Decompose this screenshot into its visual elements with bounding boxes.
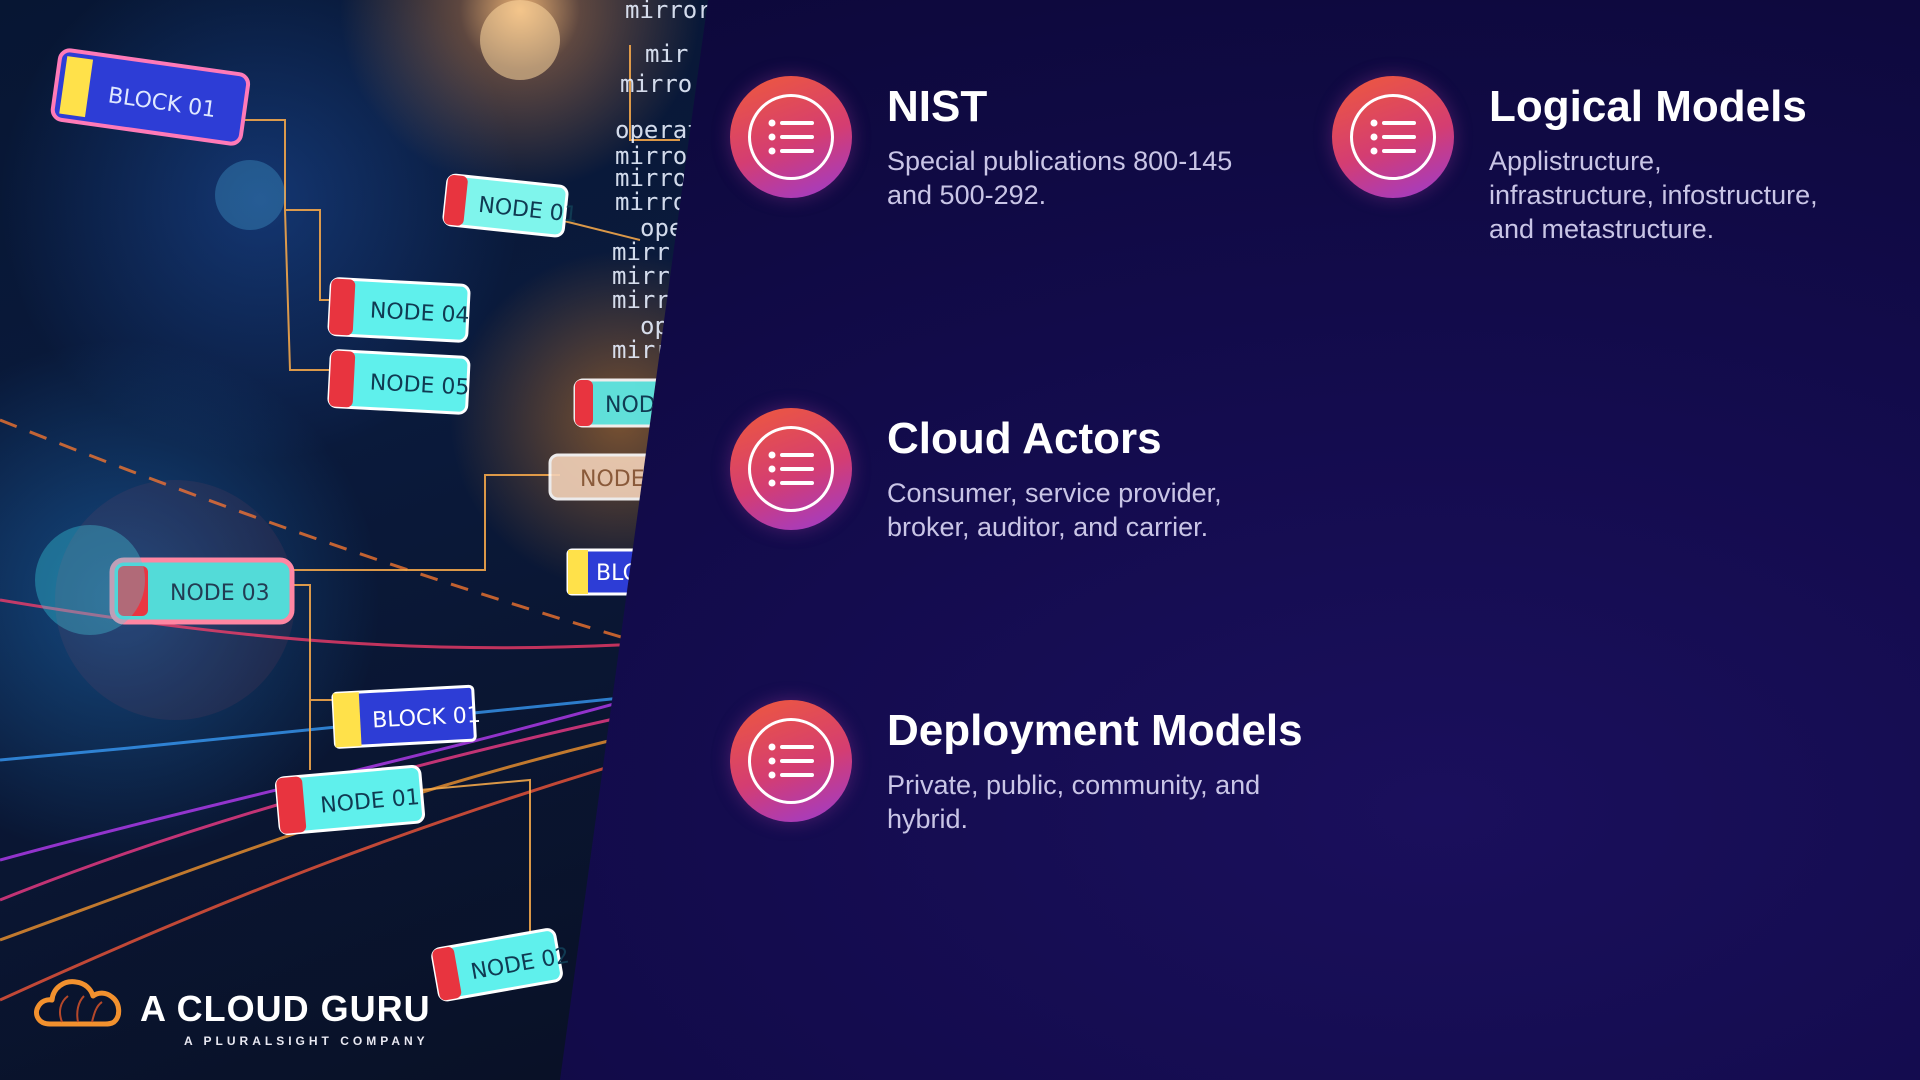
light-streak: [0, 688, 701, 762]
feature-description: Consumer, service provider, broker, audi…: [887, 476, 1222, 544]
feature-title: Cloud Actors: [887, 414, 1162, 463]
tag-block-01-top: BLOCK 01: [50, 48, 251, 146]
feature-description: Special publications 800-145 and 500-292…: [887, 144, 1232, 212]
feature-description: Private, public, community, and hybrid.: [887, 768, 1260, 836]
feature-title: Deployment Models: [887, 706, 1303, 755]
connector-line: [245, 119, 340, 301]
description-line: and 500-292.: [887, 180, 1047, 210]
tag-node-03: NODE 03: [109, 557, 295, 625]
list-icon: [730, 76, 852, 198]
connector-line: [419, 778, 531, 960]
feature-nist: NIST Special publications 800-145 and 50…: [730, 76, 1330, 236]
brand-subtitle: A PLURALSIGHT COMPANY: [184, 1034, 429, 1048]
brand-name: A CLOUD GURU: [140, 988, 431, 1029]
code-line: mirro: [615, 142, 687, 170]
code-line: mirr: [612, 286, 670, 314]
hero-image: BLOCK 01 NODE 01 NODE 04 NODE 05 NODE 03…: [0, 0, 712, 1080]
tag-node-01-top: NODE 01: [442, 173, 579, 238]
cloud-logo-icon: [34, 979, 122, 1027]
connector-line: [629, 45, 680, 141]
code-line: mir: [645, 40, 688, 68]
description-line: Private, public, community, and: [887, 770, 1261, 800]
light-streak: [0, 738, 701, 1002]
tag-label: NODE 05: [369, 370, 470, 400]
tag-node-05: NODE 05: [327, 349, 471, 415]
description-line: Consumer, service provider,: [887, 478, 1222, 508]
description-line: and metastructure.: [1489, 214, 1715, 244]
feature-logical-models: Logical Models Applistructure, infrastru…: [1332, 76, 1912, 266]
list-icon: [730, 408, 852, 530]
light-streak: [0, 418, 701, 662]
tag-block-01-bottom: BLOCK 01: [331, 684, 482, 749]
code-line: operat: [615, 116, 702, 144]
tag-node-01-bottom: NODE 01: [275, 764, 425, 836]
feature-description: Applistructure, infrastructure, infostru…: [1489, 144, 1818, 246]
code-line: mirror: [625, 0, 712, 24]
tag-node-04: NODE 04: [327, 277, 471, 343]
description-line: Applistructure,: [1489, 146, 1662, 176]
light-streak: [0, 598, 701, 650]
brand-logo: A CLOUD GURU A PLURALSIGHT COMPANY: [32, 972, 430, 1048]
code-line: mirr: [612, 238, 670, 266]
feature-title: NIST: [887, 82, 988, 131]
hero-graphic: BLOCK 01 NODE 01 NODE 04 NODE 05 NODE 03…: [0, 0, 712, 1002]
connector-line: [290, 584, 340, 701]
description-line: infrastructure, infostructure,: [1489, 180, 1818, 210]
list-icon: [1332, 76, 1454, 198]
feature-title: Logical Models: [1489, 82, 1807, 131]
connector-line: [559, 219, 641, 241]
feature-deployment-models: Deployment Models Private, public, commu…: [730, 700, 1350, 860]
tag-label: NODE 03: [170, 581, 270, 606]
tag-label: BLOCK 01: [372, 703, 482, 734]
code-line: mirro: [615, 164, 687, 192]
code-line: mirr: [612, 262, 670, 290]
connector-line: [290, 474, 560, 571]
connector-line: [284, 209, 340, 371]
tag-node-02: NODE 02: [431, 928, 571, 1002]
code-line: mirro: [615, 188, 687, 216]
description-line: Special publications 800-145: [887, 146, 1233, 176]
code-line: mirro: [620, 70, 692, 98]
description-line: broker, auditor, and carrier.: [887, 512, 1209, 542]
description-line: hybrid.: [887, 804, 969, 834]
tag-label: NODE 04: [369, 298, 470, 328]
bokeh-lights: [35, 0, 560, 720]
list-icon: [730, 700, 852, 822]
feature-cloud-actors: Cloud Actors Consumer, service provider,…: [730, 408, 1330, 568]
